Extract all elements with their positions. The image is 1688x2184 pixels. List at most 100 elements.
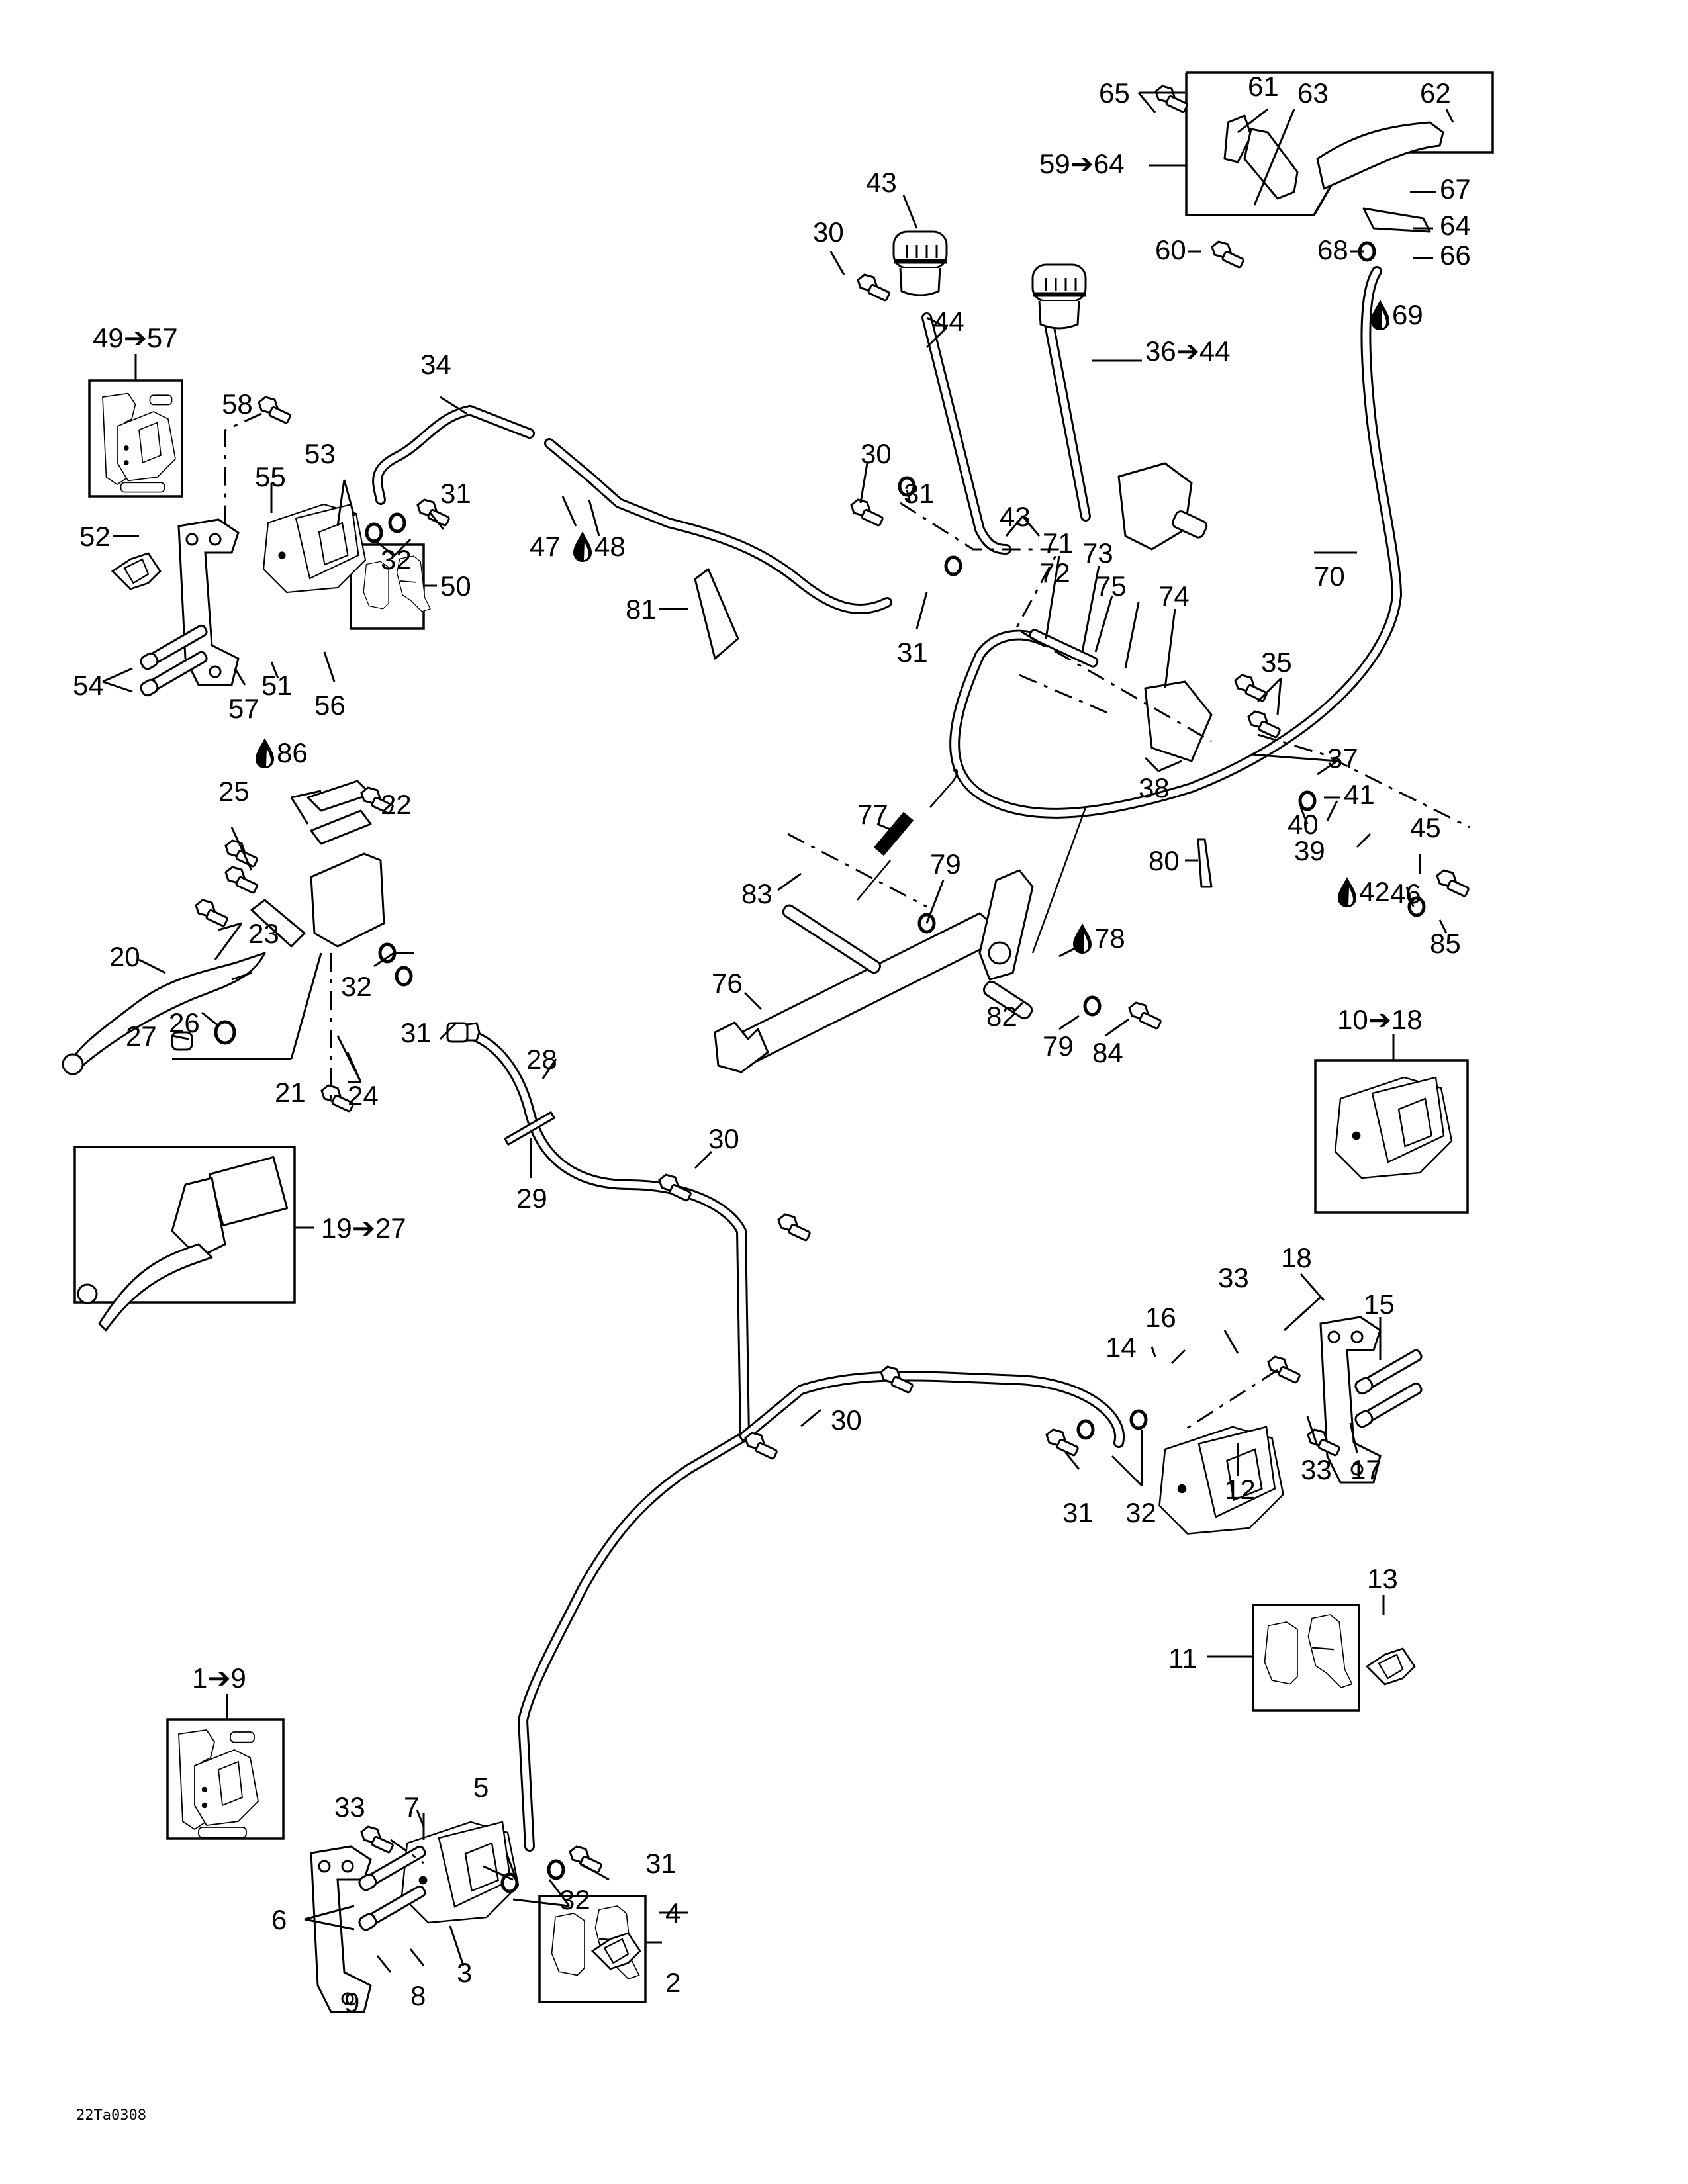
callout-label: 81 (626, 594, 657, 625)
fluid-drop-icon (1338, 877, 1356, 907)
fluid-drop-icon (1073, 923, 1092, 954)
callout-label: 40 (1288, 809, 1319, 840)
callout-label: 65 (1099, 77, 1130, 109)
callout-label: 66 (1440, 240, 1471, 271)
callout-label: 67 (1440, 173, 1471, 205)
caliper-front-right (1158, 1316, 1425, 1535)
callout-label: 61 (1248, 71, 1279, 102)
callout-label: 68 (1317, 234, 1348, 265)
callout-label: 23 (248, 918, 279, 949)
callout-label: 21 (275, 1077, 306, 1108)
inset-2 (538, 1895, 662, 2003)
callout-label: 5 (473, 1772, 489, 1803)
callout-label: 10➔18 (1337, 1004, 1423, 1035)
callout-label: 47 (530, 531, 561, 562)
callout-label: 84 (1092, 1037, 1123, 1068)
callout-label: 39 (1294, 835, 1325, 866)
callout-label: 2 (665, 1967, 680, 1998)
master-cylinder-rear (1117, 462, 1208, 551)
callout-label: 57 (228, 693, 259, 724)
callout-label: 31 (897, 637, 928, 668)
callout-label: 3 (457, 1957, 472, 1988)
callout-label: 33 (1218, 1262, 1249, 1293)
callout-label: 12 (1225, 1474, 1256, 1505)
callout-label: 73 (1082, 537, 1113, 569)
inset-11 (1207, 1604, 1360, 1712)
callout-label: 78 (1094, 923, 1125, 954)
inset-10-18 (1314, 1034, 1469, 1214)
callout-label: 30 (861, 438, 892, 469)
callout-label: 71 (1043, 527, 1074, 559)
callout-labels: 65 61 63 62 59➔64 67 64 66 68 60 69 43 3… (73, 71, 1471, 2124)
callout-label: 37 (1327, 743, 1358, 774)
callout-label: 25 (218, 776, 250, 807)
callout-label: 31 (645, 1848, 677, 1879)
callout-label: 30 (708, 1123, 739, 1154)
callout-label: 9 (344, 1987, 359, 2018)
callout-label: 63 (1297, 77, 1329, 109)
clip-52 (111, 552, 162, 590)
callout-label: 1➔9 (192, 1662, 246, 1694)
callout-label: 77 (857, 799, 888, 830)
callout-label: 54 (73, 670, 104, 701)
callout-label: 22 (381, 789, 412, 820)
callout-label: 50 (440, 570, 471, 602)
callout-label: 4 (665, 1897, 680, 1929)
callout-label: 62 (1420, 77, 1451, 109)
reservoir-43 (894, 232, 947, 295)
callout-label: 32 (341, 971, 372, 1002)
brake-pedal-76 (714, 869, 1034, 1073)
fluid-drop-icon (1371, 300, 1389, 330)
callout-label: 8 (410, 1980, 426, 2011)
callout-label: 33 (334, 1792, 365, 1823)
brake-line-70 (949, 266, 1402, 819)
callout-label: 74 (1158, 580, 1190, 612)
callout-label: 6 (271, 1904, 287, 1935)
callout-label: 80 (1149, 845, 1180, 876)
callout-label: 30 (831, 1404, 862, 1435)
callout-label: 31 (440, 478, 471, 509)
callout-label: 13 (1367, 1563, 1398, 1594)
callout-label: 72 (1039, 557, 1070, 588)
clip-13 (1366, 1647, 1416, 1686)
callout-label: 16 (1145, 1302, 1176, 1333)
callout-label: 75 (1096, 570, 1127, 602)
callout-label: 32 (1125, 1497, 1156, 1528)
callout-label: 31 (400, 1017, 432, 1048)
callout-label: 31 (1062, 1497, 1094, 1528)
callout-label: 51 (261, 670, 293, 701)
leader-lines (102, 91, 1454, 1973)
callout-label: 76 (712, 968, 743, 999)
callout-label: 83 (741, 878, 773, 909)
inset-19-27 (73, 1146, 314, 1332)
callout-label: 41 (1344, 779, 1375, 810)
callout-label: 27 (126, 1021, 157, 1052)
drawing-code: 22Ta0308 (76, 2107, 146, 2124)
callout-label: 48 (594, 531, 626, 562)
callout-label: 20 (109, 941, 140, 972)
callout-label: 19➔27 (321, 1212, 406, 1244)
callout-label: 7 (404, 1792, 419, 1823)
fluid-drop-icon (256, 738, 274, 768)
callout-label: 32 (381, 544, 412, 575)
callout-label: 17 (1350, 1454, 1382, 1485)
callout-label: 33 (1301, 1454, 1332, 1485)
callout-label: 36➔44 (1145, 336, 1231, 367)
callout-label: 26 (169, 1007, 200, 1038)
callout-label: 43 (866, 167, 897, 198)
callout-label: 64 (1440, 210, 1471, 241)
callout-label: 45 (1410, 812, 1441, 843)
callout-label: 56 (314, 690, 346, 721)
callout-label: 59➔64 (1039, 148, 1125, 179)
strap-81 (694, 568, 739, 660)
fluid-drop-icon (573, 531, 592, 562)
tie-80 (1197, 838, 1213, 888)
callout-label: 35 (1261, 647, 1292, 678)
callout-label: 18 (1281, 1242, 1312, 1273)
spring-77 (857, 768, 958, 901)
callout-label: 52 (79, 521, 111, 552)
callout-label: 14 (1105, 1332, 1137, 1363)
sleeve-29 (504, 1111, 555, 1146)
master-cylinder-front (62, 780, 385, 1075)
